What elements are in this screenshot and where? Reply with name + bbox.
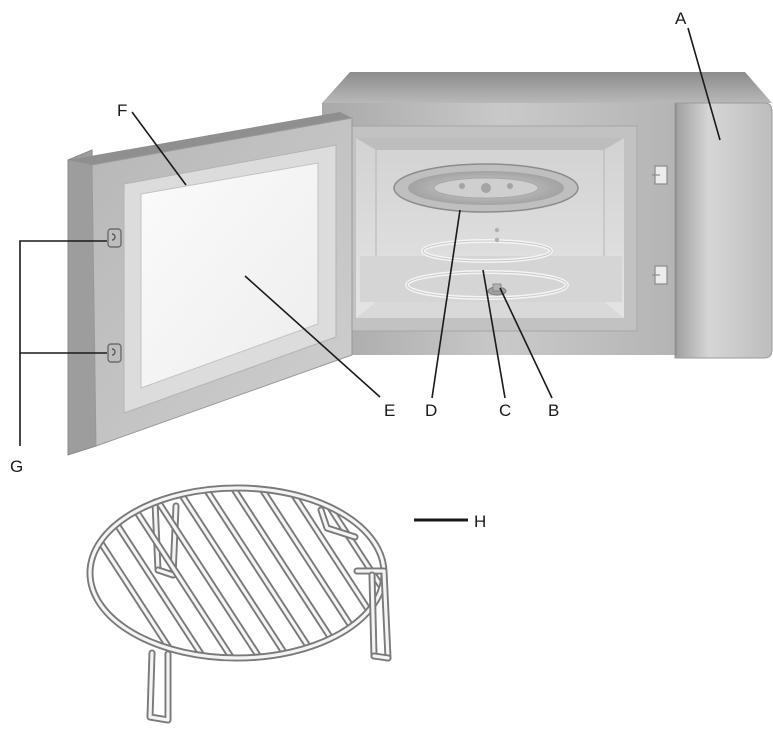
label-d: D <box>425 401 437 420</box>
label-c: C <box>499 401 511 420</box>
rack-bar-highlight <box>170 490 304 656</box>
control-panel <box>674 102 773 359</box>
leader-c <box>482 269 506 399</box>
labels: A F E D C B G H <box>10 9 687 531</box>
door-hook-upper <box>107 228 122 248</box>
rack-bar <box>336 490 382 656</box>
label-g: G <box>10 457 23 476</box>
leader-e <box>244 275 381 398</box>
rack-bar-highlight <box>338 490 382 656</box>
leader-d <box>431 209 461 399</box>
turntable-tray <box>393 163 579 213</box>
microwave-body <box>322 72 773 359</box>
door <box>67 112 353 456</box>
roller-ring <box>405 227 569 300</box>
rack-bar-highlight <box>310 490 382 656</box>
rack-bar-highlight <box>282 490 382 656</box>
leader-g <box>19 240 107 446</box>
label-a: A <box>675 9 687 28</box>
door-hook-lower <box>107 343 122 363</box>
leader-b <box>499 287 553 399</box>
label-e: E <box>384 401 395 420</box>
label-h: H <box>474 512 486 531</box>
leader-a <box>687 27 721 141</box>
leader-f <box>131 111 187 186</box>
latch-hole-lower <box>652 265 668 285</box>
leader-lines <box>19 27 721 522</box>
label-b: B <box>548 401 559 420</box>
rack-bar-highlight <box>142 490 276 656</box>
door-window <box>140 162 319 389</box>
latch-hole-upper <box>652 165 668 185</box>
label-f: F <box>117 101 127 120</box>
cabinet-top <box>322 72 772 103</box>
grill-rack <box>86 484 392 724</box>
